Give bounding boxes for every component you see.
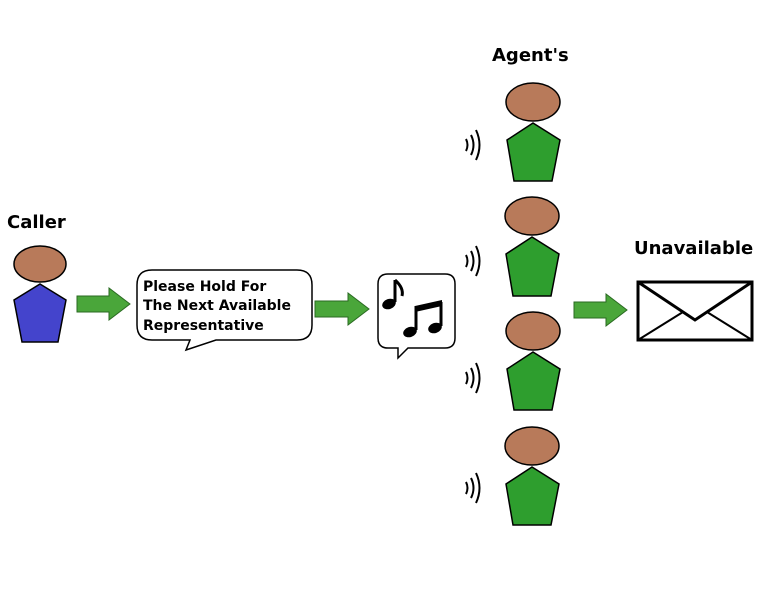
- agent-body: [505, 466, 560, 526]
- music-notes-icon: [377, 273, 456, 360]
- agent-head: [505, 311, 561, 351]
- agent-head: [504, 426, 560, 466]
- caller-person-icon: [13, 245, 67, 343]
- ringing-sound-waves-icon: [465, 129, 481, 161]
- voicemail-envelope-icon: [636, 280, 754, 342]
- agent-head: [505, 82, 561, 122]
- hold-speech-bubble: Please Hold For The Next Available Repre…: [136, 269, 313, 352]
- ringing-sound-waves-icon: [465, 362, 481, 394]
- hold-message-line-2: The Next Available: [143, 298, 291, 314]
- agent-person-icon: [505, 82, 561, 182]
- hold-message-line-3: Representative: [143, 318, 264, 334]
- ringing-sound-waves-icon: [465, 245, 481, 277]
- flow-arrow-icon: [76, 286, 131, 322]
- flow-arrow-icon: [573, 292, 628, 328]
- agent-body: [506, 122, 561, 182]
- agent-body: [506, 351, 561, 411]
- caller-label: Caller: [7, 212, 66, 233]
- agent-head: [504, 196, 560, 236]
- agents-label: Agent's: [492, 45, 569, 66]
- flow-arrow-icon: [314, 291, 370, 327]
- ringing-sound-waves-icon: [465, 472, 481, 504]
- agent-person-icon: [505, 311, 561, 411]
- agent-person-icon: [504, 426, 560, 526]
- hold-message-line-1: Please Hold For: [143, 279, 266, 295]
- agent-body: [505, 236, 560, 297]
- caller-head: [13, 245, 67, 283]
- agent-person-icon: [504, 196, 560, 297]
- unavailable-label: Unavailable: [634, 238, 754, 259]
- caller-body: [13, 283, 67, 343]
